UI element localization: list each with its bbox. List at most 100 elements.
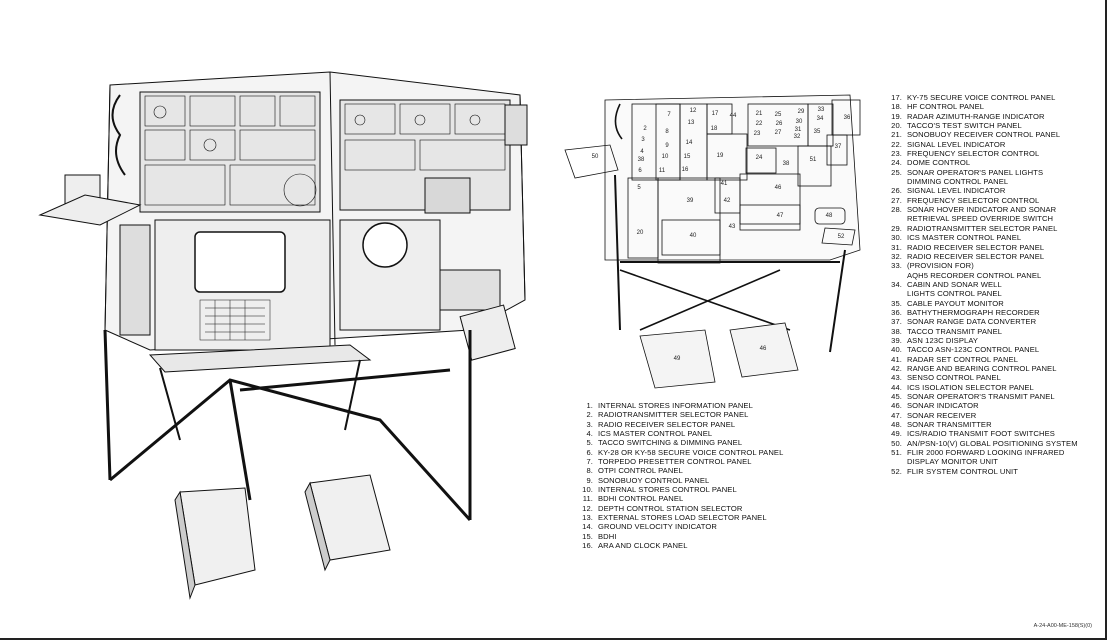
callout-label: 48	[825, 213, 833, 219]
legend-number: 7.	[586, 457, 593, 467]
legend-item: 39.ASN 123C DISPLAY	[889, 336, 1078, 345]
legend-item: 38.TACCO TRANSMIT PANEL	[889, 327, 1078, 336]
legend-item: 6.KY-28 OR KY-58 SECURE VOICE CONTROL PA…	[580, 448, 783, 457]
legend-text: SONOBUOY RECEIVER CONTROL PANEL	[907, 130, 1061, 140]
callout-label: 21	[755, 111, 763, 117]
legend-number: 29.	[891, 223, 902, 233]
callout-label: 14	[685, 140, 693, 146]
legend-number: 30.	[891, 233, 902, 243]
legend-number: 16.	[582, 541, 593, 551]
legend-number: 45.	[891, 392, 902, 401]
legend-item: 18.HF CONTROL PANEL	[889, 102, 1078, 111]
legend-text: RADIO RECEIVER SELECTOR PANEL	[907, 242, 1045, 252]
legend-text: DEPTH CONTROL STATION SELECTOR	[598, 503, 743, 513]
legend-item: 31. RADIO RECEIVER SELECTOR PANEL	[889, 243, 1078, 252]
legend-text: (PROVISION FOR) AQH5 RECORDER CONTROL PA…	[907, 261, 1042, 280]
callout-label: 9	[665, 143, 669, 149]
legend-text: ICS/RADIO TRANSMIT FOOT SWITCHES	[907, 429, 1055, 439]
callout-label: 43	[728, 224, 736, 230]
legend-item: 34.CABIN AND SONAR WELL LIGHTS CONTROL P…	[889, 280, 1078, 299]
legend-text: RADIOTRANSMITTER SELECTOR PANEL	[907, 223, 1058, 233]
legend-item: 12.DEPTH CONTROL STATION SELECTOR	[580, 504, 783, 513]
legend-text: EXTERNAL STORES LOAD SELECTOR PANEL	[598, 513, 767, 523]
legend-text: SONOBUOY CONTROL PANEL	[598, 475, 710, 485]
console-perspective-illustration	[38, 71, 528, 600]
legend-text: RADIO RECEIVER SELECTOR PANEL	[907, 251, 1045, 261]
legend-item: 22.SIGNAL LEVEL INDICATOR	[889, 140, 1078, 149]
legend-number: 5.	[586, 438, 593, 448]
legend-number: 50.	[891, 438, 902, 448]
callout-label: 38	[782, 161, 790, 167]
legend-text: FREQUENCY SELECTOR CONTROL	[907, 195, 1040, 205]
legend-number: 49.	[891, 429, 902, 439]
legend-text: TACCO ASN-123C CONTROL PANEL	[907, 345, 1040, 355]
legend-text: GROUND VELOCITY INDICATOR	[598, 522, 717, 532]
callout-label: 36	[843, 115, 851, 121]
legend-text: ARA AND CLOCK PANEL	[598, 541, 688, 551]
legend-text: FLIR SYSTEM CONTROL UNIT	[907, 466, 1018, 476]
legend-item: 48.SONAR TRANSMITTER	[889, 420, 1078, 429]
legend-text: CABIN AND SONAR WELL LIGHTS CONTROL PANE…	[907, 279, 1002, 299]
callout-label: 15	[683, 154, 691, 160]
legend-number: 40.	[891, 345, 902, 355]
figure-id: A-24-A00-ME-158(S)(0)	[1033, 623, 1092, 629]
legend-item: 43.SENSO CONTROL PANEL	[889, 373, 1078, 382]
console-front-keyed-illustration	[564, 94, 861, 389]
legend-item: 11. BDHI CONTROL PANEL	[580, 494, 783, 503]
legend-text: RADIO RECEIVER SELECTOR PANEL	[598, 419, 736, 429]
legend-item: 10.INTERNAL STORES CONTROL PANEL	[580, 485, 783, 494]
legend-text: SONAR RECEIVER	[907, 410, 977, 420]
legend-item: 49. ICS/RADIO TRANSMIT FOOT SWITCHES	[889, 429, 1078, 438]
legend-number: 15.	[582, 531, 593, 541]
legend-number: 24.	[891, 158, 902, 168]
callout-label: 51	[809, 157, 817, 163]
legend-number: 37.	[891, 317, 902, 327]
legend-text: TACCO TRANSMIT PANEL	[907, 326, 1003, 336]
legend-text: BDHI CONTROL PANEL	[598, 494, 684, 504]
legend-item: 14.GROUND VELOCITY INDICATOR	[580, 522, 783, 531]
legend-item: 20.TACCO'S TEST SWITCH PANEL	[889, 121, 1078, 130]
legend-number: 3.	[586, 419, 593, 429]
legend-item: 23.FREQUENCY SELECTOR CONTROL	[889, 149, 1078, 158]
legend-text: INTERNAL STORES INFORMATION PANEL	[598, 401, 753, 410]
callout-label: 18	[710, 126, 718, 132]
legend-text: TACCO SWITCHING & DIMMING PANEL	[598, 438, 743, 448]
legend-text: SENSO CONTROL PANEL	[907, 373, 1001, 383]
legend-item: 52.FLIR SYSTEM CONTROL UNIT	[889, 467, 1078, 476]
legend-text: BDHI	[598, 531, 617, 541]
legend-number: 1.	[586, 401, 593, 410]
legend-number: 9.	[586, 475, 593, 485]
legend-text: FLIR 2000 FORWARD LOOKING INFRARED DISPL…	[907, 448, 1065, 467]
legend-number: 19.	[891, 111, 902, 121]
callout-label: 4	[640, 149, 644, 155]
legend-item: 36.BATHYTHERMOGRAPH RECORDER	[889, 308, 1078, 317]
legend-number: 35.	[891, 298, 902, 308]
legend-number: 42.	[891, 363, 902, 373]
legend-text: DOME CONTROL	[907, 158, 971, 168]
legend-text: AN/PSN-10(V) GLOBAL POSITIONING SYSTEM	[907, 438, 1078, 448]
legend-text: SONAR HOVER INDICATOR AND SONAR RETRIEVA…	[907, 205, 1057, 224]
legend-item: 33.(PROVISION FOR) AQH5 RECORDER CONTROL…	[889, 261, 1078, 280]
callout-label: 25	[774, 112, 782, 118]
callout-label: 2	[643, 126, 647, 132]
legend-item: 27.FREQUENCY SELECTOR CONTROL	[889, 196, 1078, 205]
callout-label: 22	[755, 121, 763, 127]
callout-label: 27	[774, 130, 782, 136]
legend-number: 11.	[582, 494, 593, 504]
legend-number: 18.	[891, 102, 902, 112]
callout-label: 39	[686, 198, 694, 204]
legend-text: INTERNAL STORES CONTROL PANEL	[598, 485, 737, 495]
legend-text: FREQUENCY SELECTOR CONTROL	[907, 149, 1040, 159]
legend-item: 9. SONOBUOY CONTROL PANEL	[580, 476, 783, 485]
legend-text: SONAR OPERATOR'S PANEL LIGHTS DIMMING CO…	[907, 167, 1044, 187]
legend-text: RANGE AND BEARING CONTROL PANEL	[907, 363, 1057, 373]
legend-number: 46.	[891, 401, 902, 411]
legend-item: 4.ICS MASTER CONTROL PANEL	[580, 429, 783, 438]
legend-text: RADIOTRANSMITTER SELECTOR PANEL	[598, 410, 749, 420]
legend-item: 8.OTPI CONTROL PANEL	[580, 466, 783, 475]
legend-number: 8.	[586, 466, 593, 476]
legend-number: 31.	[891, 242, 902, 252]
callout-label: 19	[716, 153, 724, 159]
